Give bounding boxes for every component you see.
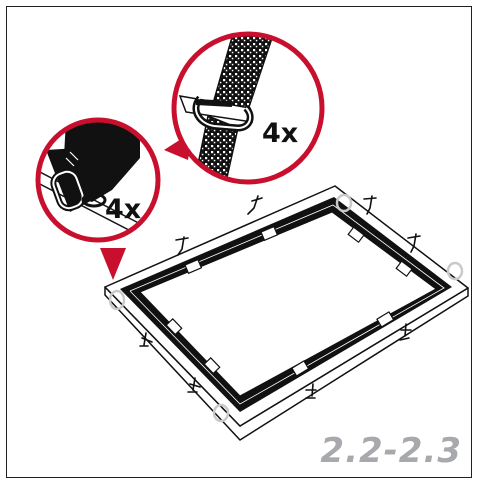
quantity-label-left: 4x [105,194,141,225]
corner-rings [108,193,464,423]
callout-pointer-left [100,248,126,280]
stake [247,195,263,215]
callout-right: 4x [164,31,325,185]
step-number: 2.2-2.3 [320,431,462,471]
stake [363,195,377,215]
stake [305,383,317,399]
callout-ring-left [35,117,161,243]
stake [187,377,201,393]
quantity-label-right: 4x [262,118,298,149]
corner-ring-left [108,289,126,311]
callout-ring-right [171,31,325,185]
corner-ring-top [335,193,353,213]
frame-tabs [165,225,413,377]
stake [407,233,421,253]
stake [175,236,189,256]
stake [399,323,412,341]
corner-ring-bottom [212,403,230,423]
corner-ring-right [446,261,464,281]
callout-left: 4x [35,117,161,280]
frame-mat [104,185,469,441]
stake [139,332,153,347]
ring-clip [81,192,107,208]
tie-down-stakes [139,195,421,399]
